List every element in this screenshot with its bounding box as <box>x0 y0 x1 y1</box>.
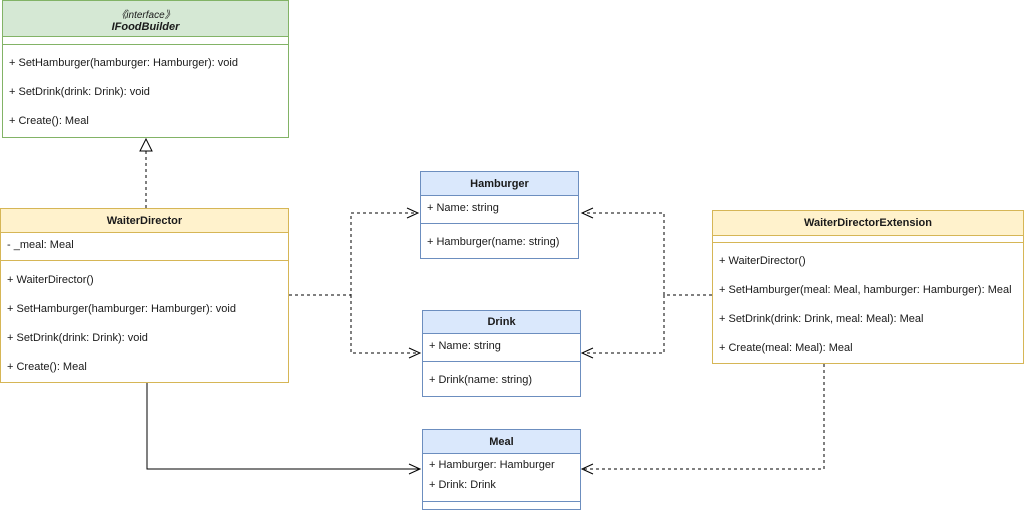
method-row: + Hamburger(name: string) <box>427 236 560 248</box>
method-row: + SetHamburger(meal: Meal, hamburger: Ha… <box>719 284 1012 296</box>
ifoodbuilder-name: IFoodBuilder <box>111 21 180 33</box>
method-row: + Create(meal: Meal): Meal <box>719 342 853 354</box>
waiterdirector-class[interactable]: WaiterDirector - _meal: Meal + WaiterDir… <box>0 208 289 383</box>
method-row: + SetHamburger(hamburger: Hamburger): vo… <box>9 57 238 69</box>
arrowhead-extension-meal <box>580 463 594 475</box>
waiterdirectorextension-header: WaiterDirectorExtension <box>713 211 1023 236</box>
arrowhead-extension-hamburger <box>580 207 594 219</box>
dependency-extension-hamburger <box>582 212 712 296</box>
waiterdirector-fields-section: - _meal: Meal <box>1 233 288 261</box>
drink-class[interactable]: Drink + Name: string + Drink(name: strin… <box>422 310 581 397</box>
meal-name: Meal <box>489 436 514 448</box>
waiterdirectorextension-name: WaiterDirectorExtension <box>804 217 932 229</box>
waiterdirectorextension-fields-section <box>713 236 1023 243</box>
drink-name: Drink <box>487 316 516 328</box>
method-row: + Drink(name: string) <box>429 374 533 386</box>
method-row: + WaiterDirector() <box>719 255 806 267</box>
meal-fields-section: + Hamburger: Hamburger + Drink: Drink <box>423 454 580 502</box>
method-row: + WaiterDirector() <box>7 274 94 286</box>
method-row: + Create(): Meal <box>9 115 89 127</box>
meal-methods-section <box>423 502 580 509</box>
arrowhead-director-meal <box>408 463 422 475</box>
meal-header: Meal <box>423 430 580 454</box>
drink-fields-section: + Name: string <box>423 334 580 362</box>
meal-class[interactable]: Meal + Hamburger: Hamburger + Drink: Dri… <box>422 429 581 510</box>
field-row: + Name: string <box>427 202 499 214</box>
waiterdirector-methods-section: + WaiterDirector() + SetHamburger(hambur… <box>1 261 288 382</box>
interface-stereotype: 《interface》 <box>116 10 175 21</box>
dependency-extension-drink <box>582 295 665 354</box>
ifoodbuilder-fields-section <box>3 37 288 45</box>
method-row: + SetDrink(drink: Drink): void <box>9 86 150 98</box>
method-row: + Create(): Meal <box>7 361 87 373</box>
waiterdirectorextension-class[interactable]: WaiterDirectorExtension + WaiterDirector… <box>712 210 1024 364</box>
arrowhead-director-drink <box>408 347 422 359</box>
field-row: + Hamburger: Hamburger <box>429 459 555 471</box>
association-director-meal <box>146 383 420 470</box>
waiterdirector-header: WaiterDirector <box>1 209 288 233</box>
hamburger-fields-section: + Name: string <box>421 196 578 224</box>
field-row: + Name: string <box>429 340 501 352</box>
field-row: + Drink: Drink <box>429 479 496 491</box>
drink-header: Drink <box>423 311 580 334</box>
ifoodbuilder-header: 《interface》 IFoodBuilder <box>3 1 288 37</box>
dependency-director-drink <box>350 295 420 354</box>
hamburger-class[interactable]: Hamburger + Name: string + Hamburger(nam… <box>420 171 579 259</box>
arrowhead-director-hamburger <box>406 207 420 219</box>
arrowhead-extension-drink <box>580 347 594 359</box>
dependency-director-hamburger <box>289 212 418 296</box>
waiterdirector-name: WaiterDirector <box>106 215 183 227</box>
realization-arrowhead <box>139 137 153 152</box>
hamburger-header: Hamburger <box>421 172 578 196</box>
ifoodbuilder-methods-section: + SetHamburger(hamburger: Hamburger): vo… <box>3 45 288 137</box>
hamburger-methods-section: + Hamburger(name: string) <box>421 224 578 258</box>
ifoodbuilder-interface[interactable]: 《interface》 IFoodBuilder + SetHamburger(… <box>2 0 289 138</box>
method-row: + SetDrink(drink: Drink, meal: Meal): Me… <box>719 313 924 325</box>
field-row: - _meal: Meal <box>7 239 74 251</box>
waiterdirectorextension-methods-section: + WaiterDirector() + SetHamburger(meal: … <box>713 243 1023 363</box>
method-row: + SetDrink(drink: Drink): void <box>7 332 148 344</box>
hamburger-name: Hamburger <box>470 178 529 190</box>
method-row: + SetHamburger(hamburger: Hamburger): vo… <box>7 303 236 315</box>
dependency-extension-meal <box>582 364 825 470</box>
drink-methods-section: + Drink(name: string) <box>423 362 580 396</box>
